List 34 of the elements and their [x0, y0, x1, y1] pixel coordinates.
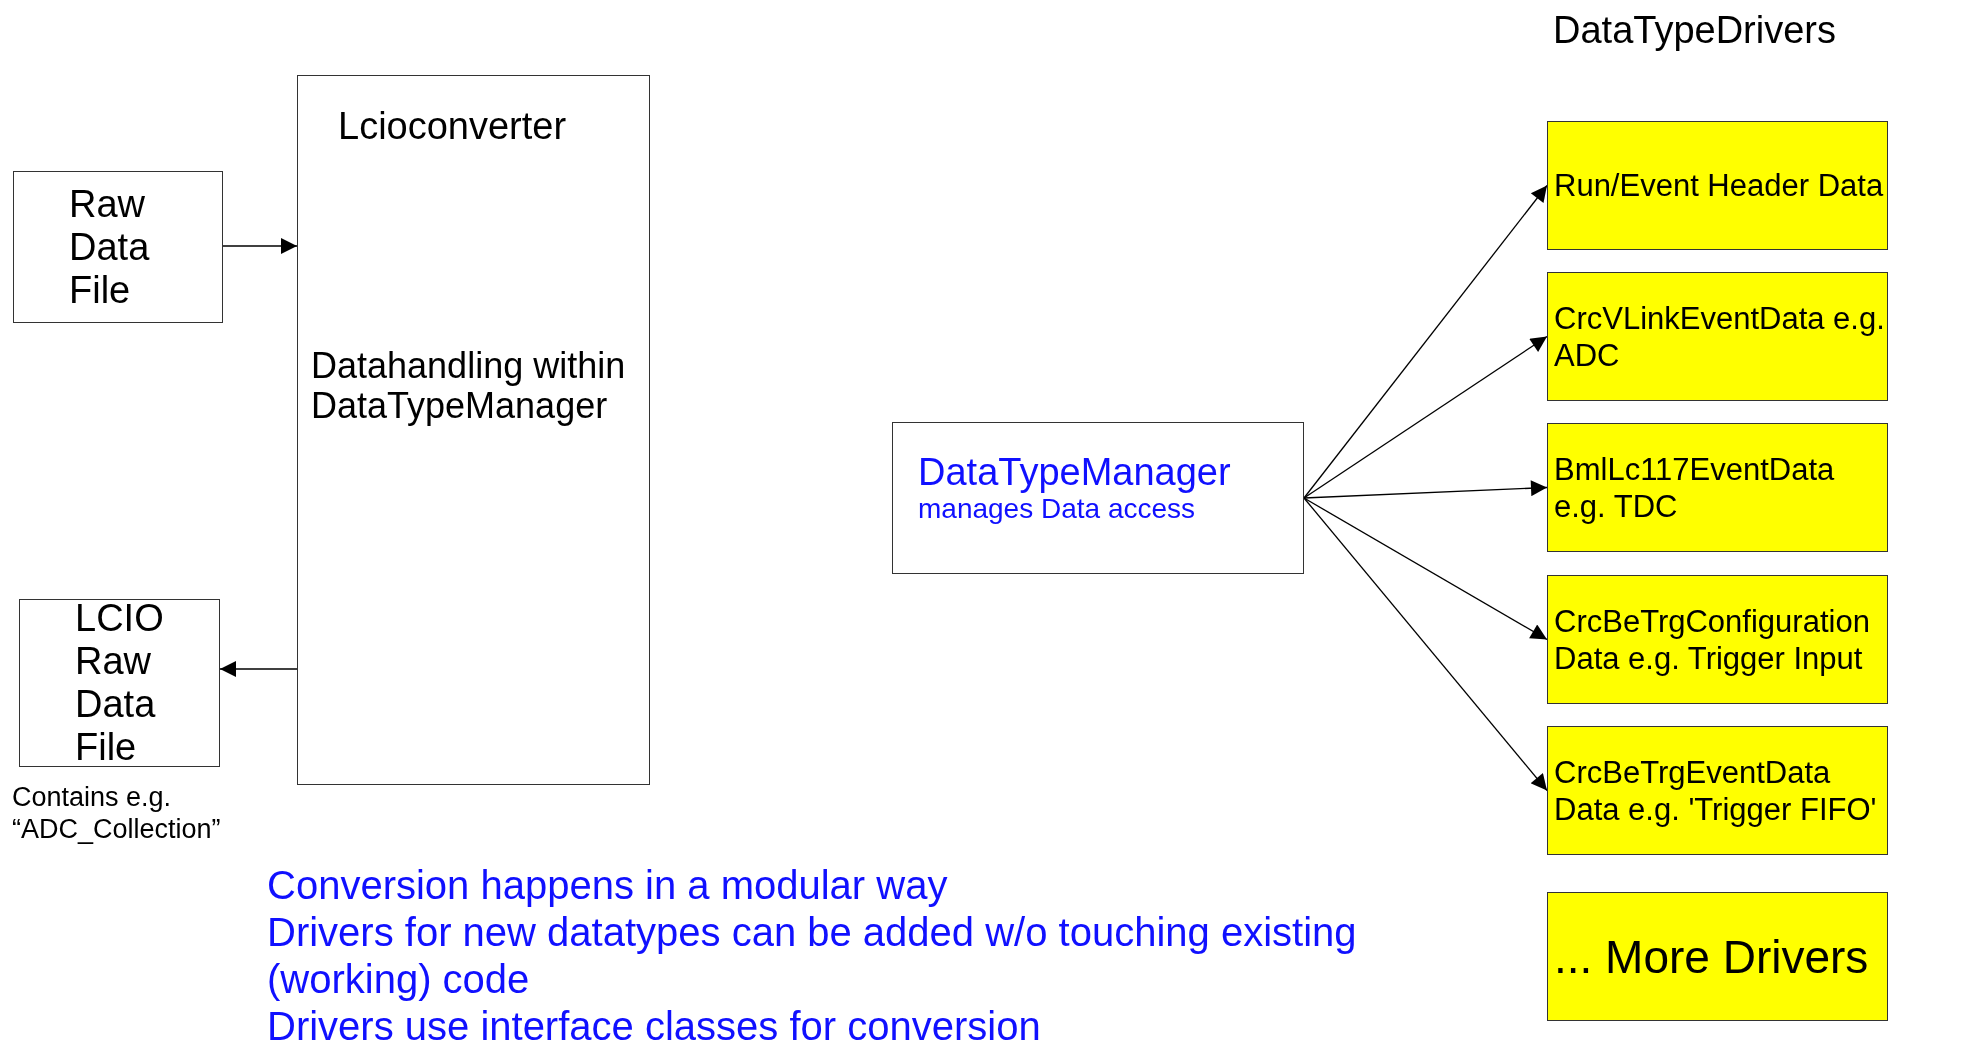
driver-text: BmlLc117EventData e.g. TDC	[1554, 450, 1836, 525]
arrow	[1303, 184, 1548, 499]
driver-text: Run/Event Header Data	[1554, 167, 1885, 204]
driver-box	[1547, 892, 1888, 1021]
arrow	[219, 661, 298, 677]
manager-title: DataTypeManager	[918, 451, 1232, 493]
note-text: Drivers for new datatypes can be added w/o touching existing (working) code	[267, 909, 1358, 1003]
file-box	[19, 599, 220, 767]
note-text: Drivers use interface classes for conversion	[267, 1003, 1042, 1050]
arrow	[222, 238, 298, 254]
component-title: Lcioconverter	[338, 104, 567, 148]
driver-box	[1547, 121, 1888, 250]
file-box	[13, 171, 223, 323]
arrow	[1303, 335, 1548, 499]
driver-text: ... More Drivers	[1554, 933, 1870, 980]
driver-box	[1547, 423, 1888, 552]
arrow	[1303, 497, 1548, 641]
driver-text: CrcVLinkEventData e.g. ADC	[1554, 299, 1886, 374]
arrow	[1303, 480, 1548, 499]
driver-box	[1547, 575, 1888, 704]
file-label: Raw Data File	[69, 182, 151, 312]
arrow	[1303, 497, 1548, 792]
file-label: LCIO Raw Data File	[75, 597, 165, 769]
manager-box	[892, 422, 1304, 574]
driver-text: CrcBeTrgEventData Data e.g. 'Trigger FIFO'	[1554, 753, 1878, 828]
driver-box	[1547, 272, 1888, 401]
column-heading: DataTypeDrivers	[1553, 8, 1836, 52]
driver-text: CrcBeTrgConfiguration Data e.g. Trigger Input	[1554, 602, 1871, 677]
component-description: Datahandling within DataTypeManager	[311, 346, 627, 426]
converter-box	[297, 75, 650, 785]
driver-box	[1547, 726, 1888, 855]
node-caption: Contains e.g. “ADC_Collection”	[12, 781, 222, 845]
note-text: Conversion happens in a modular way	[267, 862, 949, 909]
manager-description: manages Data access	[918, 493, 1197, 525]
